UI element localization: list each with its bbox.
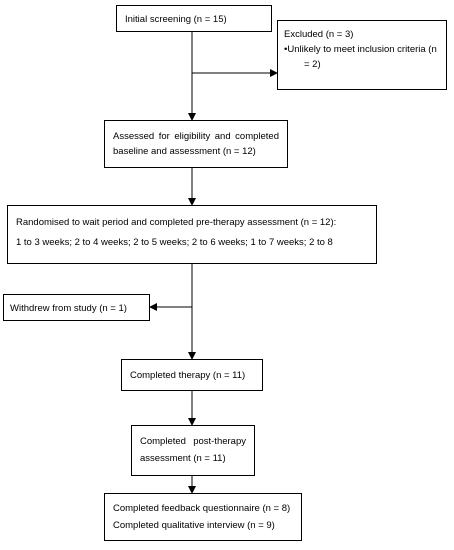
final-line2: Completed qualitative interview (n = 9) (113, 520, 275, 531)
excluded-reason-line2: = 2) (304, 59, 321, 70)
completed-therapy-text: Completed therapy (n = 11) (130, 370, 246, 381)
completed-therapy-box: Completed therapy (n = 11) (121, 359, 263, 391)
assessed-line2: baseline and assessment (n = 12) (113, 146, 256, 157)
initial-screening-box: Initial screening (n = 15) (116, 5, 272, 32)
assessed-line1: Assessed for eligibility and completed (113, 131, 279, 142)
excluded-box: Excluded (n = 3) •Unlikely to meet inclu… (277, 20, 447, 90)
randomised-line1: Randomised to wait period and completed … (16, 217, 337, 228)
excluded-reason-line1: •Unlikely to meet inclusion criteria (n (284, 44, 437, 55)
randomised-line2: 1 to 3 weeks; 2 to 4 weeks; 2 to 5 weeks… (16, 237, 333, 248)
randomised-box: Randomised to wait period and completed … (7, 205, 377, 264)
post-therapy-line2: assessment (n = 11) (140, 453, 226, 464)
final-line1: Completed feedback questionnaire (n = 8) (113, 503, 291, 514)
withdrew-text: Withdrew from study (n = 1) (10, 303, 127, 314)
excluded-title: Excluded (n = 3) (284, 29, 354, 40)
final-box: Completed feedback questionnaire (n = 8)… (104, 493, 302, 541)
initial-screening-text: Initial screening (n = 15) (125, 14, 227, 25)
withdrew-box: Withdrew from study (n = 1) (3, 294, 150, 321)
assessed-box: Assessed for eligibility and completed b… (104, 120, 288, 168)
bullet-icon: • (284, 44, 288, 55)
